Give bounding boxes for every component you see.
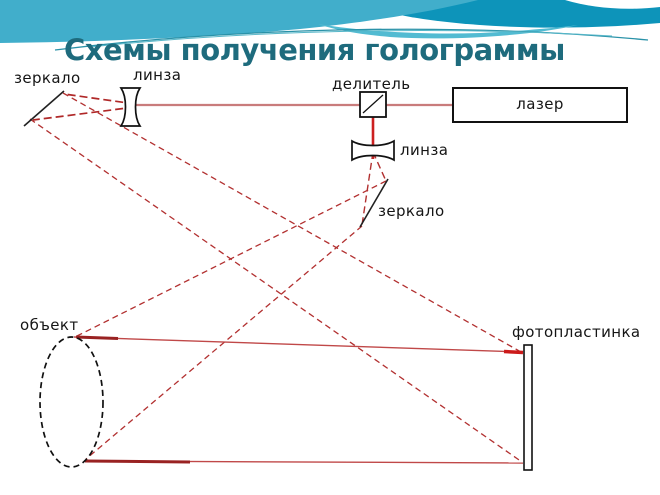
lens-top (119, 87, 142, 127)
mirror-middle (359, 178, 389, 228)
ray-lens-to-mirror-lower (32, 106, 136, 121)
label-mirror-top-left: зеркало (14, 69, 81, 87)
wave-dark-corner-highlight (565, 0, 660, 9)
laser-box (452, 87, 628, 123)
header-wave-decoration (0, 0, 660, 51)
label-photo-plate: фотопластинка (512, 323, 641, 341)
label-lens-top: линза (133, 66, 182, 84)
ray-mirror-to-plate-bottom (29, 118, 523, 463)
wave-thin-line-2 (89, 30, 613, 48)
page-title: Схемы получения голограммы (64, 33, 565, 67)
label-mirror-middle: зеркало (378, 202, 445, 220)
beam-dash-object-bottom (84, 459, 191, 464)
splitter-diagonal (362, 94, 384, 114)
label-splitter: делитель (332, 75, 411, 93)
label-lens-middle: линза (400, 141, 449, 159)
lens-middle (351, 139, 395, 162)
ray-lens-to-midmirror-bottom (361, 151, 374, 226)
mirror-top-left (23, 90, 65, 127)
ray-lens-to-midmirror-top (372, 151, 387, 182)
label-object: объект (20, 316, 79, 334)
ray-midmirror-to-object-top (74, 180, 387, 338)
photo-plate (523, 344, 533, 471)
label-laser: лазер (516, 95, 564, 113)
beam-dash-object-top (75, 335, 119, 340)
ray-object-top-to-plate (73, 336, 523, 353)
wave-main-band (0, 0, 478, 43)
beam-dash-at-plate-top (503, 349, 524, 355)
wave-light-sliver (318, 24, 578, 39)
ray-mirror-to-plate-top (62, 92, 522, 353)
object-ellipse (39, 336, 104, 468)
